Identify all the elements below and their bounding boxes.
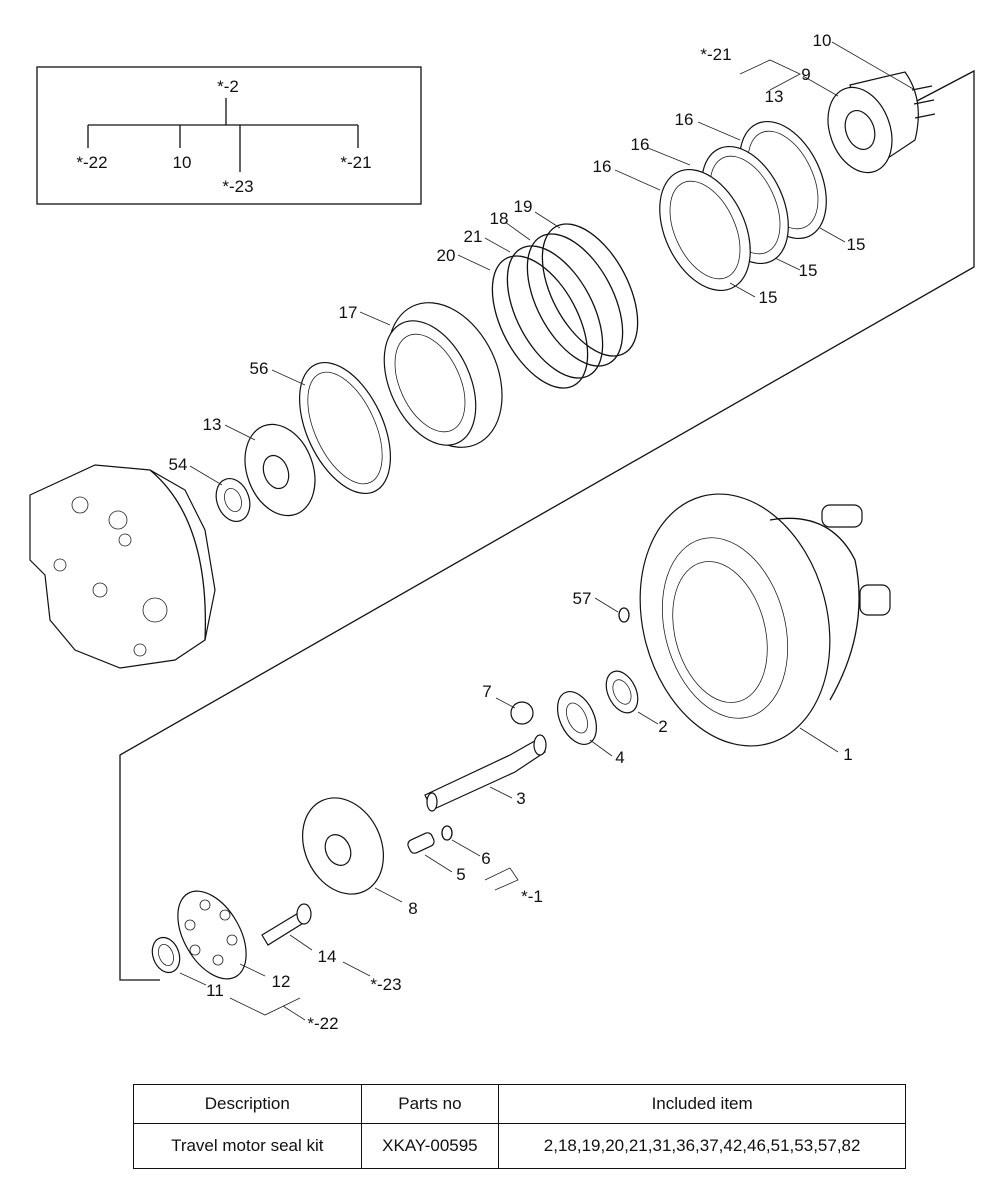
cell-description: Travel motor seal kit (133, 1123, 362, 1169)
drive-shaft-part (424, 734, 547, 812)
bearing-4-part (556, 691, 598, 745)
callout-13: 13 (203, 415, 222, 434)
valve-plate-part (244, 423, 316, 517)
exploded-frame-lines (119, 69, 975, 981)
leader-lines (179, 41, 916, 1021)
callout-23-star: *-23 (370, 975, 401, 994)
callout-1-star: *-1 (521, 887, 543, 906)
legend-child-21: *-21 (340, 153, 371, 172)
callout-13-top: 13 (765, 87, 784, 106)
callout-15b: 15 (799, 261, 818, 280)
callout-56: 56 (250, 359, 269, 378)
callout-10-top: 10 (813, 31, 832, 50)
callout-1: 1 (843, 745, 852, 764)
callout-8: 8 (408, 899, 417, 918)
callout-3: 3 (516, 789, 525, 808)
brake-plates-part (659, 120, 827, 292)
ball-part (510, 701, 534, 725)
callout-4: 4 (615, 748, 624, 767)
header-description: Description (133, 1084, 362, 1124)
oil-seal-part (605, 670, 639, 714)
swash-plate-part (301, 797, 385, 895)
kit-legend-box: *-2 *-22 10 *-23 *-21 (36, 66, 422, 205)
legend-child-10: 10 (173, 153, 192, 172)
o-ring-disk-part (298, 361, 392, 495)
callout-54: 54 (169, 455, 188, 474)
callout-15c: 15 (759, 288, 778, 307)
main-housing-part (639, 493, 891, 747)
collar-part (151, 936, 181, 974)
retainer-plate-part (177, 890, 247, 980)
callout-labels: 10 *-21 9 13 16 16 16 19 18 21 20 15 15 … (169, 31, 866, 1033)
header-parts-no: Parts no (360, 1084, 500, 1124)
table-row: Travel motor seal kit XKAY-00595 2,18,19… (133, 1123, 906, 1169)
callout-20: 20 (437, 246, 456, 265)
callout-12: 12 (272, 972, 291, 991)
cell-parts-no: XKAY-00595 (360, 1123, 500, 1169)
rear-cover-housing (29, 464, 216, 669)
bearing-54-part (215, 478, 251, 522)
callout-21-top: *-21 (700, 45, 731, 64)
callout-2: 2 (658, 717, 667, 736)
legend-child-22: *-22 (76, 153, 107, 172)
header-included-item: Included item (498, 1084, 906, 1124)
callout-6: 6 (481, 849, 490, 868)
callout-21: 21 (464, 227, 483, 246)
callout-7: 7 (482, 682, 491, 701)
seal-rings-part (491, 223, 639, 389)
callout-19: 19 (514, 197, 533, 216)
piston-shoe-part (261, 903, 312, 946)
callout-16a: 16 (675, 110, 694, 129)
spring-pin-part (407, 825, 453, 854)
callout-15a: 15 (847, 235, 866, 254)
callout-18: 18 (490, 209, 509, 228)
callout-16c: 16 (593, 157, 612, 176)
callout-16b: 16 (631, 135, 650, 154)
callout-57: 57 (573, 589, 592, 608)
table-header-row: Description Parts no Included item (133, 1084, 906, 1124)
legend-root: *-2 (217, 77, 239, 96)
callout-22-star: *-22 (307, 1014, 338, 1033)
callout-17: 17 (339, 303, 358, 322)
piston-part (383, 302, 503, 448)
callout-14: 14 (318, 947, 337, 966)
callout-11: 11 (206, 981, 224, 1000)
seal-kit-table: Description Parts no Included item Trave… (133, 1084, 906, 1169)
legend-child-23: *-23 (222, 177, 253, 196)
callout-5: 5 (456, 865, 465, 884)
callout-9: 9 (801, 65, 810, 84)
o-ring-57-part (618, 607, 630, 623)
cell-included-item: 2,18,19,20,21,31,36,37,42,46,51,53,57,82 (498, 1123, 906, 1169)
cylinder-block-part (827, 71, 936, 174)
